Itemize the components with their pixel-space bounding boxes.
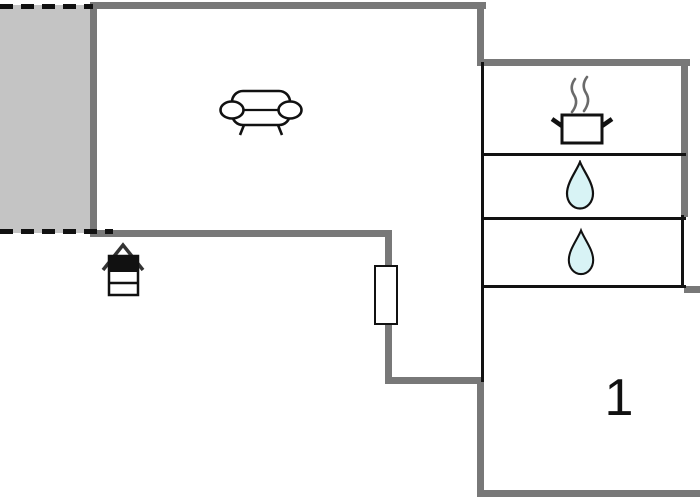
terrace-dashed-border-bottom <box>0 229 113 234</box>
terrace-area <box>0 5 93 233</box>
door-symbol <box>374 265 398 325</box>
wall-kitchen-top <box>477 59 690 66</box>
water-drop-icon <box>567 227 595 276</box>
wall-bedroom-right-stub <box>684 286 700 293</box>
wall-bottom-living <box>90 230 392 237</box>
wall-left-living <box>90 2 97 237</box>
wall-right-lower-thin <box>681 215 684 288</box>
wall-left-bedroom <box>477 377 484 497</box>
wall-bottom-bedroom <box>477 490 700 497</box>
sofa-icon <box>219 89 303 136</box>
cooking-pot-steam-icon <box>550 75 614 145</box>
wall-hall-bottom <box>385 377 484 384</box>
room-number-label: 1 <box>604 369 634 427</box>
wall-bath2-bottom-thin <box>481 285 686 288</box>
wall-right-upper <box>681 59 688 217</box>
wall-top-right-connector <box>477 2 484 66</box>
water-drop-icon <box>565 160 595 210</box>
wood-stove-icon <box>101 242 145 297</box>
wall-block-left-thin <box>481 62 484 382</box>
wall-bath1-bottom-thin <box>481 217 686 220</box>
wall-top-living <box>90 2 486 9</box>
wall-kitchen-bottom-thin <box>481 153 686 156</box>
terrace-dashed-border-top <box>0 4 93 9</box>
